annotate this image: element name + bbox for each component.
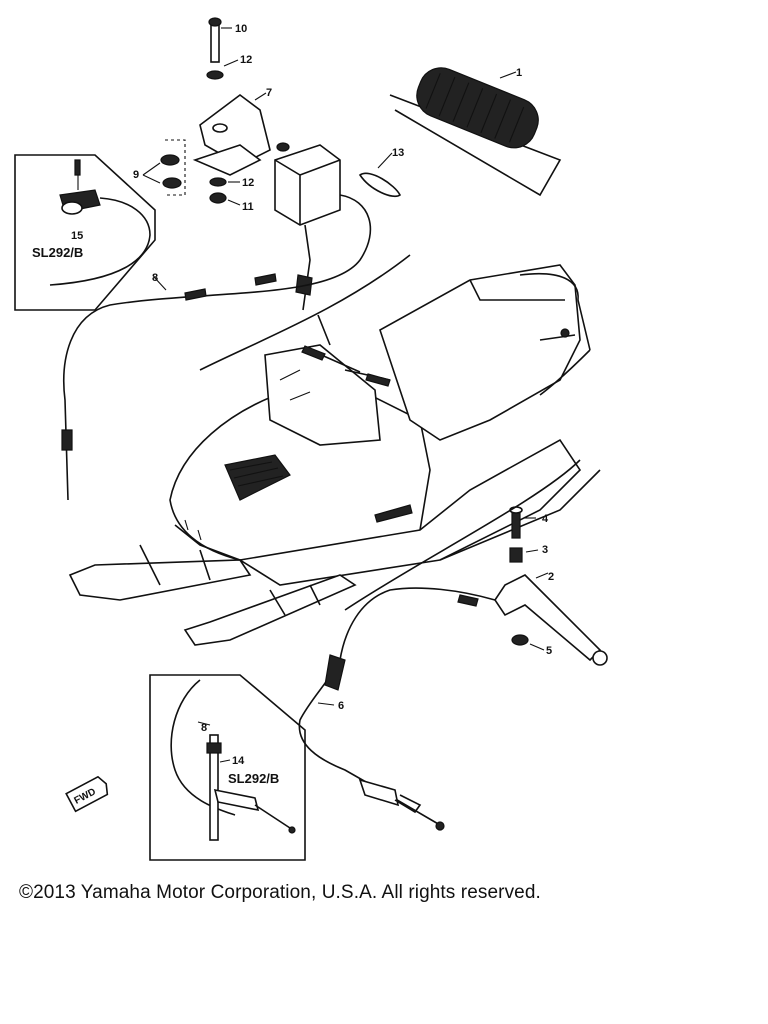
callout-5: 5	[546, 645, 552, 657]
callout-3: 3	[542, 544, 548, 556]
copyright-notice: ©2013 Yamaha Motor Corporation, U.S.A. A…	[19, 882, 541, 903]
callout-12b: 12	[242, 177, 254, 189]
callout-11: 11	[242, 201, 254, 213]
callout-8: 8	[152, 272, 158, 284]
forward-direction-badge: FWD	[65, 775, 109, 813]
cable-6	[298, 459, 581, 831]
callout-4: 4	[542, 513, 549, 525]
callout-14: 14	[232, 755, 245, 767]
callout-6: 6	[338, 700, 344, 712]
callout-15: 15	[71, 230, 83, 242]
snowmobile-body	[68, 264, 601, 646]
brake-lever-assembly	[339, 506, 608, 666]
parts-diagram: FWD 1 2 3 4 5 6 7 8 9 10 11 12 12 13 14 …	[14, 17, 608, 861]
callout-13: 13	[392, 147, 404, 159]
callout-10: 10	[235, 23, 247, 35]
callout-1: 1	[516, 67, 522, 79]
callout-12a: 12	[240, 54, 252, 66]
inset-bottom	[149, 674, 306, 861]
callout-2: 2	[548, 571, 554, 583]
hand-grip-part	[389, 67, 562, 197]
callout-9: 9	[133, 169, 139, 181]
callout-7: 7	[266, 87, 272, 99]
callout-8b: 8	[201, 722, 207, 734]
inset-top-model-label: SL292/B	[32, 245, 83, 260]
inset-bottom-model-label: SL292/B	[228, 771, 279, 786]
switch-bracket-assembly	[61, 17, 411, 501]
inset-top-left	[14, 154, 156, 311]
